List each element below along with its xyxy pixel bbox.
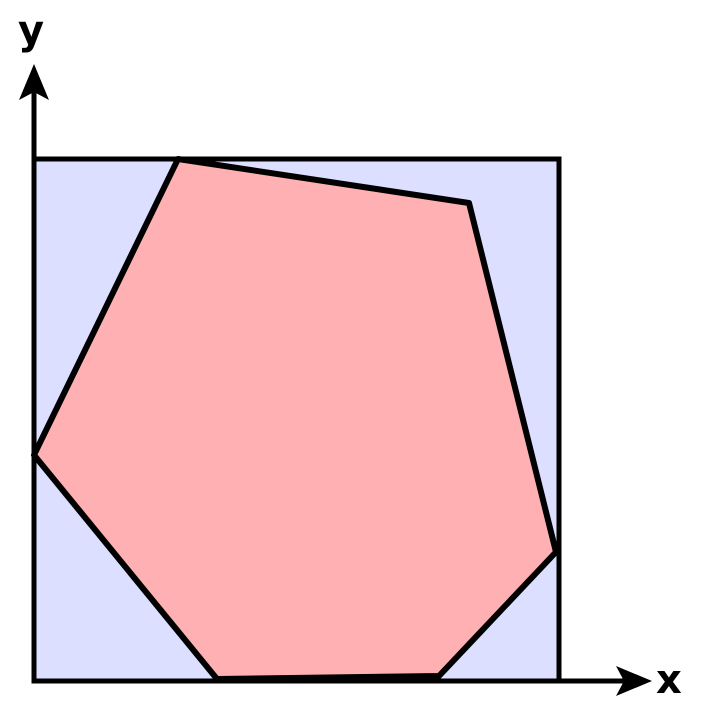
x-axis-arrowhead — [616, 666, 652, 696]
y-axis-label: y — [18, 8, 44, 54]
x-axis-label: x — [656, 657, 682, 703]
y-axis-arrowhead — [19, 64, 49, 100]
